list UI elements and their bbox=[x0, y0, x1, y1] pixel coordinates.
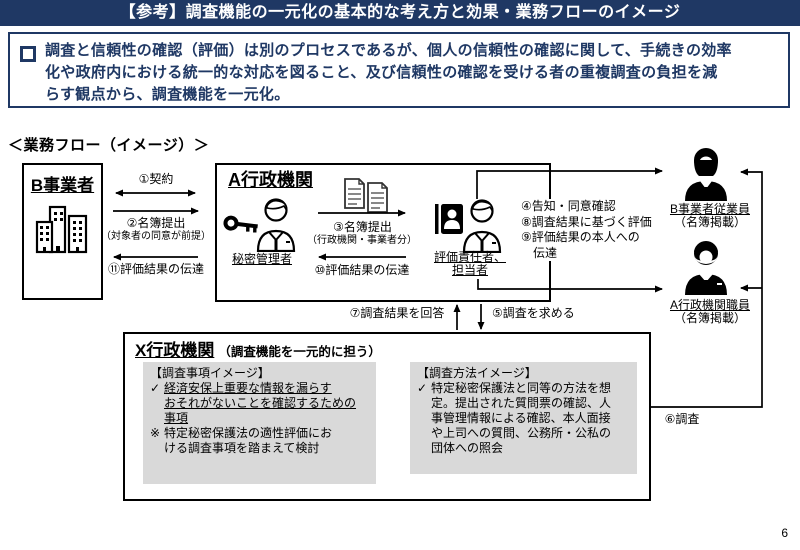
check-icon: ✓ bbox=[150, 381, 161, 395]
arrow3-label: ③名簿提出 bbox=[333, 220, 392, 234]
secret-manager-person-icon bbox=[256, 198, 296, 252]
x-agency-title: X行政機関 bbox=[135, 341, 215, 360]
flow-section-label: ＜業務フロー（イメージ）＞ bbox=[8, 137, 210, 154]
page-title: 【参考】調査機能の一元化の基本的な考え方と効果・業務フローのイメージ bbox=[0, 0, 800, 26]
arrow2-note: （対象者の同意が前提） bbox=[101, 231, 211, 242]
x-agency-title-row: X行政機関 （調査機能を一元的に担う） bbox=[135, 336, 381, 361]
arrow3-note: （行政機関・事業者分） bbox=[307, 235, 417, 246]
arrow10-label: ⑩評価結果の伝達 bbox=[314, 263, 410, 277]
evaluator-person-icon bbox=[462, 199, 502, 253]
arrow489-label: ④告知・同意確認 ⑧調査結果に基づく評価 ⑨評価結果の本人への 伝達 bbox=[521, 199, 657, 261]
reference-mark: ※ bbox=[150, 426, 161, 440]
arrow5-label: ⑤調査を求める bbox=[492, 306, 575, 320]
investigation-methods-title: 【調査方法イメージ】 bbox=[417, 366, 537, 380]
key-icon bbox=[223, 198, 296, 252]
arrow11-label: ⑪評価結果の伝達 bbox=[107, 262, 204, 276]
investigation-items-note: 特定秘密保護法の適性評価にお ける調査事項を踏まえて検討 bbox=[164, 426, 333, 455]
arrow1-label: ①契約 bbox=[138, 172, 174, 186]
b-employee-note: （名簿掲載） bbox=[673, 215, 746, 229]
id-card-icon bbox=[435, 199, 502, 253]
b-company-title: B事業者 bbox=[30, 176, 95, 195]
secret-manager-label: 秘密管理者 bbox=[231, 252, 292, 266]
square-bullet-icon bbox=[20, 46, 36, 62]
summary-box: 調査と信頼性の確認（評価）は別のプロセスであるが、個人の信頼性の確認に関して、手… bbox=[8, 32, 790, 108]
summary-text: 調査と信頼性の確認（評価）は別のプロセスであるが、個人の信頼性の確認に関して、手… bbox=[45, 42, 732, 103]
investigation-methods-box: 【調査方法イメージ】 ✓ 特定秘密保護法と同等の方法を想 定。提出された質問票の… bbox=[410, 362, 637, 474]
x-agency-box bbox=[123, 332, 651, 501]
b-company-box: B事業者 bbox=[22, 163, 103, 300]
investigation-methods-text: 特定秘密保護法と同等の方法を想 定。提出された質問票の確認、人 事管理情報による… bbox=[431, 381, 612, 455]
investigation-items-text: 経済安保上重要な情報を漏らす おそれがないことを確認するための 事項 bbox=[164, 381, 357, 425]
x-agency-subtitle: （調査機能を一元的に担う） bbox=[218, 345, 381, 359]
check-icon: ✓ bbox=[417, 381, 428, 395]
a-staff-note: （名簿掲載） bbox=[673, 311, 746, 325]
investigation-items-box: 【調査事項イメージ】 ✓ 経済安保上重要な情報を漏らす おそれがないことを確認す… bbox=[143, 362, 376, 484]
a-staff-person-icon bbox=[685, 241, 727, 295]
arrow7-label: ⑦調査結果を回答 bbox=[349, 306, 445, 320]
investigation-items-title: 【調査事項イメージ】 bbox=[150, 366, 270, 380]
evaluator-label: 評価責任者、 担当者 bbox=[433, 250, 506, 277]
b-employee-person-icon bbox=[685, 148, 727, 201]
buildings-icon bbox=[35, 205, 87, 254]
page-number: 6 bbox=[781, 526, 788, 540]
arrow6-label: ⑥調査 bbox=[664, 412, 700, 426]
documents-icon bbox=[344, 178, 388, 213]
arrow2-label: ②名簿提出 bbox=[126, 216, 186, 230]
a-agency-title: A行政機関 bbox=[228, 170, 313, 190]
